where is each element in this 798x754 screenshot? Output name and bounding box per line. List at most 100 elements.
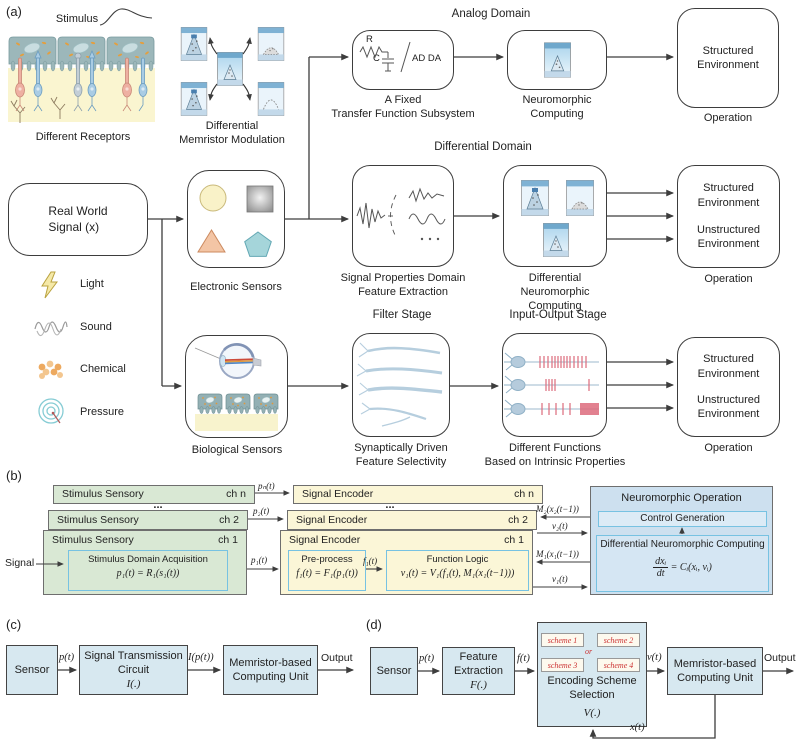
stc-line2: Circuit: [117, 663, 150, 676]
memristor-modulation-caption: Differential Memristor Modulation: [162, 120, 302, 148]
stimulus-sensory-ch1-box: Stimulus Sensory ch 1 Stimulus Domain Ac…: [43, 530, 247, 595]
differential-domain-title: Differential Domain: [434, 141, 532, 153]
fixed-tf-line1: A Fixed: [384, 94, 422, 106]
ch1-label: ch 1: [218, 534, 238, 546]
c-mcu-line2: Computing Unit: [232, 671, 309, 683]
d-mcu-line2: Computing Unit: [677, 672, 753, 684]
operation-caption-analog: Operation: [703, 112, 753, 124]
feature-extraction-waves: [356, 187, 446, 241]
operation-caption-differential: Operation: [704, 273, 753, 285]
operation-caption-bottom: Operation: [704, 442, 753, 454]
panel-b-label: (b): [6, 468, 22, 483]
f1-arrow-label: f₁(t): [363, 556, 378, 566]
panel-d-label: (d): [366, 617, 382, 632]
stimulus-sensory-label: Stimulus Sensory: [62, 488, 144, 500]
memristor-icon: [544, 42, 571, 78]
memristor-modulation-line1: Differential: [205, 120, 259, 132]
signal-label: Signal: [5, 557, 35, 569]
env-bottom-box: Structured Environment Unstructured Envi…: [677, 337, 780, 437]
signal-encoder-ch2-box: Signal Encoder ch 2: [287, 510, 537, 530]
io-stage-title: Input-Output Stage: [509, 309, 607, 321]
pn-arrow-label: pₙ(t): [258, 481, 275, 491]
scheme-4-box: scheme 4: [597, 658, 640, 672]
environment-label: Environment: [697, 196, 760, 209]
fixed-tf-line2: Transfer Function Subsystem: [331, 107, 475, 120]
neuromorphic-operation-title: Neuromorphic Operation: [621, 492, 742, 504]
fe-line1: Feature: [459, 650, 498, 663]
structured-env-analog-box: Structured Environment: [677, 8, 779, 108]
signal-properties-caption: Signal Properties Domain Feature Extract…: [326, 272, 480, 300]
synaptic-filter-box: [352, 333, 450, 437]
diff-func-line2: Based on Intrinsic Properties: [484, 455, 626, 468]
m1-arrow-label: M₁(x₁(t−1)): [536, 549, 579, 559]
feature-extraction-box: Feature Extraction F(.): [442, 647, 515, 695]
stimulus-sensory-label: Stimulus Sensory: [52, 534, 134, 546]
c-ipt-label: I(p(t)): [188, 652, 214, 663]
scheme-2-box: scheme 2: [597, 633, 640, 647]
synaptic-filter-caption: Synaptically Driven Feature Selectivity: [328, 442, 474, 470]
env-differential-box: Structured Environment Unstructured Envi…: [677, 165, 780, 268]
adda-label: AD DA: [412, 53, 442, 64]
v2-arrow-label: v₂(t): [552, 521, 568, 531]
panel-c-label: (c): [6, 617, 22, 632]
sda-equation: p₁(t) = R₁(s₁(t)): [116, 568, 180, 579]
pre-process-equation: f₁(t) = F₁(p₁(t)): [296, 568, 358, 579]
ch2-label: ch 2: [508, 514, 528, 526]
pre-process-box: Pre-process f₁(t) = F₁(p₁(t)): [288, 550, 366, 591]
d-vt-label: v(t): [647, 652, 662, 663]
diff-nc-line2: Neuromorphic Computing: [520, 285, 590, 312]
syn-driven-line1: Synaptically Driven: [354, 442, 448, 454]
analog-domain-title: Analog Domain: [451, 8, 531, 20]
signal-encoder-label: Signal Encoder: [302, 488, 374, 500]
d-pt-label: p(t): [419, 653, 435, 664]
fe-line2: Extraction: [454, 664, 503, 677]
chn-label: ch n: [514, 488, 534, 500]
biological-sensors-caption: Biological Sensors: [191, 444, 283, 456]
unstructured-label: Unstructured: [697, 224, 760, 236]
scheme-3-box: scheme 3: [541, 658, 584, 672]
neuromorphic-operation-box: Neuromorphic Operation Control Generatio…: [590, 486, 773, 595]
ess-line1: Encoding Scheme: [547, 675, 637, 688]
stimulus-sensory-chn-box: Stimulus Sensory ch n: [53, 485, 255, 504]
real-world-line2: Signal (x): [48, 219, 100, 234]
c-mcu-box: Memristor-based Computing Unit: [223, 645, 318, 695]
dnc-operation-title: Differential Neuromorphic Computing: [600, 539, 765, 550]
c-output-label: Output: [321, 652, 353, 664]
filter-stage-title: Filter Stage: [372, 309, 432, 321]
signal-encoder-ch1-box: Signal Encoder ch 1 Pre-process f₁(t) = …: [280, 530, 533, 595]
signal-transmission-box: Signal Transmission Circuit I(.): [79, 645, 188, 695]
signal-encoder-chn-box: Signal Encoder ch n: [293, 485, 543, 504]
signal-encoder-label: Signal Encoder: [296, 514, 368, 526]
control-generation-label: Control Generation: [640, 513, 725, 524]
intrinsic-functions-caption: Different Functions Based on Intrinsic P…: [472, 442, 638, 470]
c-pt-label: p(t): [59, 652, 75, 663]
neuro-comp-line2: Computing: [530, 107, 584, 120]
eq-numerator: dxᵢ: [653, 556, 669, 568]
biological-sensor-illustration: [194, 343, 279, 431]
unstructured-label: Unstructured: [697, 394, 760, 406]
c-mcu-line1: Memristor-based: [229, 656, 312, 669]
environment-label: Environment: [697, 59, 759, 71]
signal-props-line2: Feature Extraction: [358, 285, 448, 298]
d-mcu-line1: Memristor-based: [673, 657, 757, 670]
d-xt-label: x(t): [630, 722, 645, 733]
function-logic-title: Function Logic: [426, 554, 489, 565]
structured-label: Structured: [703, 353, 754, 366]
real-world-signal-box: Real World Signal (x): [8, 183, 148, 256]
p2-arrow-label: p₂(t): [253, 506, 270, 516]
fixed-transfer-function-box: [352, 30, 454, 90]
c-sensor-label: Sensor: [14, 663, 50, 676]
electronic-sensor-shapes: [197, 184, 274, 257]
diff-func-line1: Different Functions: [508, 442, 602, 454]
sound-wave-icon: [34, 321, 68, 337]
legend-pressure-label: Pressure: [80, 406, 125, 418]
lightning-icon: [41, 271, 58, 299]
stc-line3: I(.): [126, 678, 141, 691]
p1-arrow-label: p₁(t): [251, 555, 268, 565]
or-label: or: [585, 647, 593, 656]
stimulus-domain-acquisition-box: Stimulus Domain Acquisition p₁(t) = R₁(s…: [68, 550, 228, 591]
diff-nc-line1: Differential: [528, 272, 582, 284]
ch1-label: ch 1: [504, 534, 524, 546]
differential-memristor-icons: [521, 180, 594, 258]
environment-label: Environment: [697, 408, 760, 421]
